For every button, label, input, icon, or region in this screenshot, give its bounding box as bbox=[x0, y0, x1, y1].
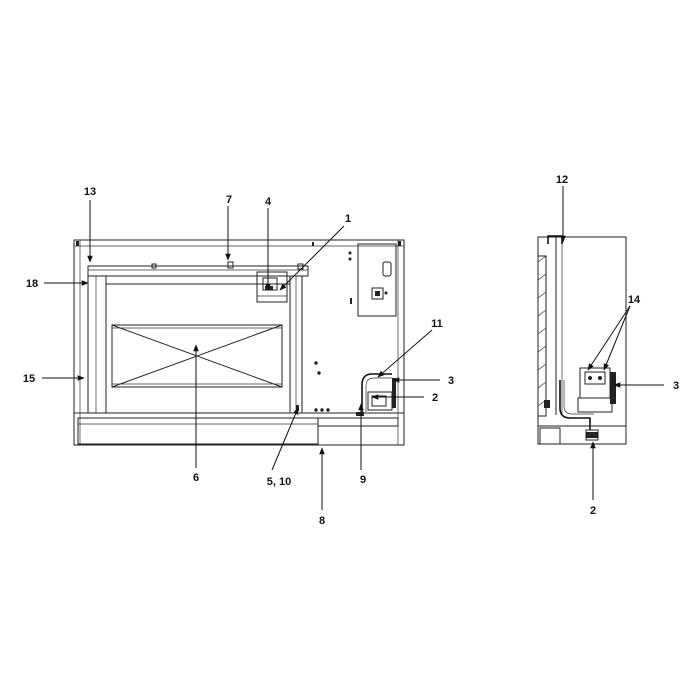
front-view bbox=[73, 239, 405, 446]
side-bracket bbox=[610, 372, 616, 404]
side-hinge bbox=[544, 400, 550, 408]
callout-1: 1 bbox=[345, 213, 351, 225]
callout-labels: 13 7 4 1 18 11 15 3 2 6 5, 10 9 8 12 14 … bbox=[23, 174, 679, 527]
front-dot-c bbox=[314, 361, 318, 365]
front-dot-b bbox=[348, 257, 352, 261]
front-top-right-mark bbox=[398, 241, 401, 246]
front-pump-bracket bbox=[392, 378, 396, 408]
side-pump-bolt-a bbox=[588, 376, 592, 380]
callout-8: 8 bbox=[319, 515, 325, 527]
leader-14-b bbox=[603, 305, 631, 371]
front-control-socket bbox=[371, 287, 384, 300]
callout-15: 15 bbox=[23, 373, 35, 385]
front-pipe-11 bbox=[361, 373, 392, 412]
front-control-dot bbox=[384, 291, 388, 295]
callout-6: 6 bbox=[193, 472, 199, 484]
side-view bbox=[537, 235, 627, 445]
callout-3-side: 3 bbox=[673, 380, 679, 392]
front-kickplate bbox=[77, 417, 319, 445]
front-pipe-11-inner bbox=[365, 377, 392, 412]
side-door-hatch bbox=[537, 255, 547, 407]
leader-1 bbox=[279, 225, 345, 291]
side-pipe bbox=[559, 380, 591, 430]
callout-18: 18 bbox=[26, 278, 38, 290]
front-x-diag-b bbox=[111, 324, 283, 388]
front-dot-a bbox=[348, 251, 352, 255]
callout-2-front: 2 bbox=[432, 392, 438, 404]
callout-4: 4 bbox=[265, 196, 272, 208]
side-pump-top bbox=[584, 371, 606, 385]
leader-5-10 bbox=[271, 407, 299, 471]
side-pump-base bbox=[577, 397, 613, 413]
front-control-socket-core bbox=[375, 291, 380, 296]
front-dot-e bbox=[314, 408, 318, 412]
side-cabinet-outline bbox=[537, 236, 627, 445]
side-foot bbox=[539, 427, 561, 445]
front-left-post bbox=[87, 275, 107, 414]
leader-14-a bbox=[587, 305, 631, 371]
callout-7: 7 bbox=[226, 194, 232, 206]
front-rail-clip-a bbox=[151, 263, 157, 269]
front-top-left-mark bbox=[76, 241, 79, 246]
front-cabinet-outline bbox=[73, 239, 405, 446]
front-part4-housing bbox=[256, 271, 288, 303]
front-dot-g bbox=[326, 408, 330, 412]
callout-13: 13 bbox=[84, 186, 96, 198]
callout-3-front: 3 bbox=[448, 375, 454, 387]
callout-5-10: 5, 10 bbox=[267, 476, 291, 488]
callout-14: 14 bbox=[628, 294, 641, 306]
callout-9: 9 bbox=[360, 474, 366, 486]
side-drain-cap-fill bbox=[586, 432, 598, 438]
front-pump-inner bbox=[371, 395, 387, 407]
front-base-right-step bbox=[317, 417, 399, 427]
front-side-tick bbox=[350, 298, 352, 304]
callout-2-side: 2 bbox=[590, 505, 596, 517]
callout-11: 11 bbox=[431, 318, 443, 330]
leader-11 bbox=[377, 329, 433, 378]
side-pump-bolt-b bbox=[598, 376, 602, 380]
front-drain-port bbox=[356, 412, 364, 416]
front-control-box bbox=[357, 243, 397, 317]
front-part4-tab bbox=[265, 286, 273, 290]
side-pipe-inner bbox=[563, 380, 594, 415]
front-rail-clip-b bbox=[227, 261, 234, 269]
front-top-mid-mark bbox=[312, 242, 314, 246]
callout-12: 12 bbox=[556, 174, 568, 186]
side-door-panel bbox=[537, 255, 547, 417]
front-dot-d bbox=[317, 371, 321, 375]
front-x-panel bbox=[111, 324, 283, 388]
front-top-rail bbox=[87, 265, 309, 277]
front-control-switch bbox=[382, 261, 392, 277]
front-dot-f bbox=[320, 408, 324, 412]
leader-lines bbox=[42, 186, 664, 510]
